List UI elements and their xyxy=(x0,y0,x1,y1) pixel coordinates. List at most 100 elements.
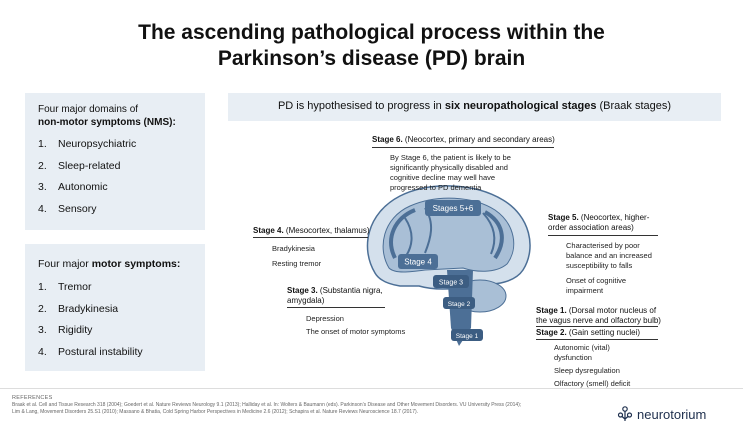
stage3-rule xyxy=(287,307,385,308)
note-line: significantly physically disabled and xyxy=(390,163,508,172)
stage6-label: Stage 6. xyxy=(372,135,403,144)
motor-panel: Four major motor symptoms: 1. Tremor 2.Br… xyxy=(25,244,205,371)
note-line: Autonomic (vital) xyxy=(554,343,610,352)
nms-heading-prefix: Four major domains of xyxy=(38,104,139,115)
reference-line: Lim & Lang, Movement Disorders 25.S1 (20… xyxy=(12,409,419,415)
stage3-desc: (Substantia nigra, xyxy=(317,286,383,295)
page-title: The ascending pathological process withi… xyxy=(0,20,743,72)
note-line: impairment xyxy=(566,286,604,295)
nms-heading-bold: non-motor symptoms (NMS): xyxy=(38,117,176,128)
gyrus-curve xyxy=(482,212,496,255)
stage56-marker xyxy=(425,200,481,216)
stage3-desc-2: amygdala) xyxy=(287,296,325,305)
stage1-rule xyxy=(536,326,658,327)
list-number: 2. xyxy=(38,302,47,315)
stage6-heading: Stage 6. (Neocortex, primary and seconda… xyxy=(372,135,555,145)
brain-illustration: Stages 5+6 Stage 4 Stage 3 Stage 2 Stage… xyxy=(366,185,531,346)
note-line: Sleep dysregulation xyxy=(554,366,620,375)
stages-header-prefix: PD is hypothesised to progress in xyxy=(277,100,445,112)
stage2-label: Stage 2. xyxy=(536,328,567,337)
neuron-icon xyxy=(617,406,633,421)
stage4-desc: (Mesocortex, thalamus) xyxy=(283,226,370,235)
nms-panel: Four major domains of non-motor symptoms… xyxy=(25,93,205,230)
stage2-marker xyxy=(443,297,475,309)
list-label: Sleep-related xyxy=(58,159,121,172)
stage2-desc: (Gain setting nuclei) xyxy=(566,328,641,337)
list-item: 4. Sensory xyxy=(38,202,136,224)
stage56-label: Stages 5+6 xyxy=(433,204,474,213)
stage1-label: Stage 1 xyxy=(456,333,479,340)
list-item: 3. Rigidity xyxy=(38,323,143,345)
motor-heading: Four major motor symptoms: xyxy=(38,258,180,271)
stage6-desc: (Neocortex, primary and secondary areas) xyxy=(402,135,555,144)
note-line: Olfactory (smell) deficit xyxy=(554,379,631,388)
stage4-marker xyxy=(398,254,438,269)
logo-text: neurotorium xyxy=(637,406,707,422)
list-number: 4. xyxy=(38,202,47,215)
spread-arrow xyxy=(483,210,504,260)
stage4-label: Stage 4 xyxy=(404,258,432,267)
list-item: 1. Tremor xyxy=(38,280,143,302)
list-number: 1. xyxy=(38,138,47,150)
note-line: cognitive decline may well have xyxy=(390,173,496,182)
stage2-rule xyxy=(536,339,658,340)
note-line: balance and an increased xyxy=(566,251,652,260)
stages-header-bold: six neuropathological stages xyxy=(444,100,597,112)
stage3-heading: Stage 3. (Substantia nigra, amygdala) xyxy=(287,286,383,306)
motor-heading-prefix: Four major xyxy=(38,258,92,270)
stage3-label: Stage 3. xyxy=(287,286,318,295)
stage4-notes: Bradykinesia Resting tremor xyxy=(272,244,321,269)
stage2-notes: Autonomic (vital) dysfunction Sleep dysr… xyxy=(554,343,630,389)
stage1-heading: Stage 1. (Dorsal motor nucleus of the va… xyxy=(536,306,661,326)
stage1-marker xyxy=(451,329,483,341)
stage2-label: Stage 2 xyxy=(448,301,471,308)
stage1-desc: (Dorsal motor nucleus of xyxy=(566,306,657,315)
stage5-label: Stage 5. xyxy=(548,213,579,222)
list-label: Sensory xyxy=(58,202,97,215)
list-number: 4. xyxy=(38,345,47,358)
spread-arrow xyxy=(389,208,416,259)
neurotorium-logo: neurotorium xyxy=(617,405,706,423)
stage5-desc: (Neocortex, higher- xyxy=(578,213,650,222)
stage4-rule xyxy=(253,237,368,238)
note-line: susceptibility to falls xyxy=(566,261,633,270)
stage3-label: Stage 3 xyxy=(439,280,463,287)
stage6-note: By Stage 6, the patient is likely to be … xyxy=(390,153,511,193)
note-line: By Stage 6, the patient is likely to be xyxy=(390,153,511,162)
footer-divider xyxy=(0,388,743,389)
list-label: Rigidity xyxy=(58,324,93,336)
title-line-2: Parkinson’s disease (PD) brain xyxy=(217,47,526,70)
list-number: 3. xyxy=(38,324,47,336)
list-label: Postural instability xyxy=(58,345,143,358)
list-item: 3.Autonomic xyxy=(38,180,136,202)
stage5-heading: Stage 5. (Neocortex, higher- order assoc… xyxy=(548,213,649,233)
stage3-notes: Depression The onset of motor symptoms xyxy=(306,314,405,337)
nms-list: 1. Neuropsychiatric 2. Sleep-related 3.Aut… xyxy=(38,137,136,223)
stage3-marker xyxy=(433,275,469,288)
stage1-desc-2: the vagus nerve and olfactory bulb) xyxy=(536,316,661,325)
references: REFERENCES Braak et al. Cell and Tissue … xyxy=(12,395,612,416)
list-number: 1. xyxy=(38,281,47,293)
note-line: The onset of motor symptoms xyxy=(306,327,406,336)
stages-header: PD is hypothesised to progress in six ne… xyxy=(228,93,721,121)
list-label: Autonomic xyxy=(58,181,108,193)
cerebrum-inner xyxy=(382,197,515,273)
list-label: Tremor xyxy=(58,281,92,293)
note-line: Resting tremor xyxy=(272,259,322,268)
list-item: 4. Postural instability xyxy=(38,345,143,367)
stage2-heading: Stage 2. (Gain setting nuclei) xyxy=(536,328,640,338)
stage5-rule xyxy=(548,235,658,236)
motor-heading-bold: motor symptoms: xyxy=(91,258,181,270)
note-line: dysfunction xyxy=(554,353,592,362)
stage4-label: Stage 4. xyxy=(253,226,284,235)
title-line-1: The ascending pathological process withi… xyxy=(138,21,605,44)
stage5-desc-2: order association areas) xyxy=(548,223,634,232)
note-line: progressed to PD dementia xyxy=(390,183,482,192)
motor-list: 1. Tremor 2.Bradykinesia 3. Rigidity 4. Pos… xyxy=(38,280,143,366)
list-label: Neuropsychiatric xyxy=(58,138,137,150)
stages-header-suffix: (Braak stages) xyxy=(596,100,672,112)
list-item: 2.Bradykinesia xyxy=(38,302,143,324)
stage4-heading: Stage 4. (Mesocortex, thalamus) xyxy=(253,226,370,236)
list-number: 2. xyxy=(38,159,47,172)
list-item: 2. Sleep-related xyxy=(38,159,136,181)
